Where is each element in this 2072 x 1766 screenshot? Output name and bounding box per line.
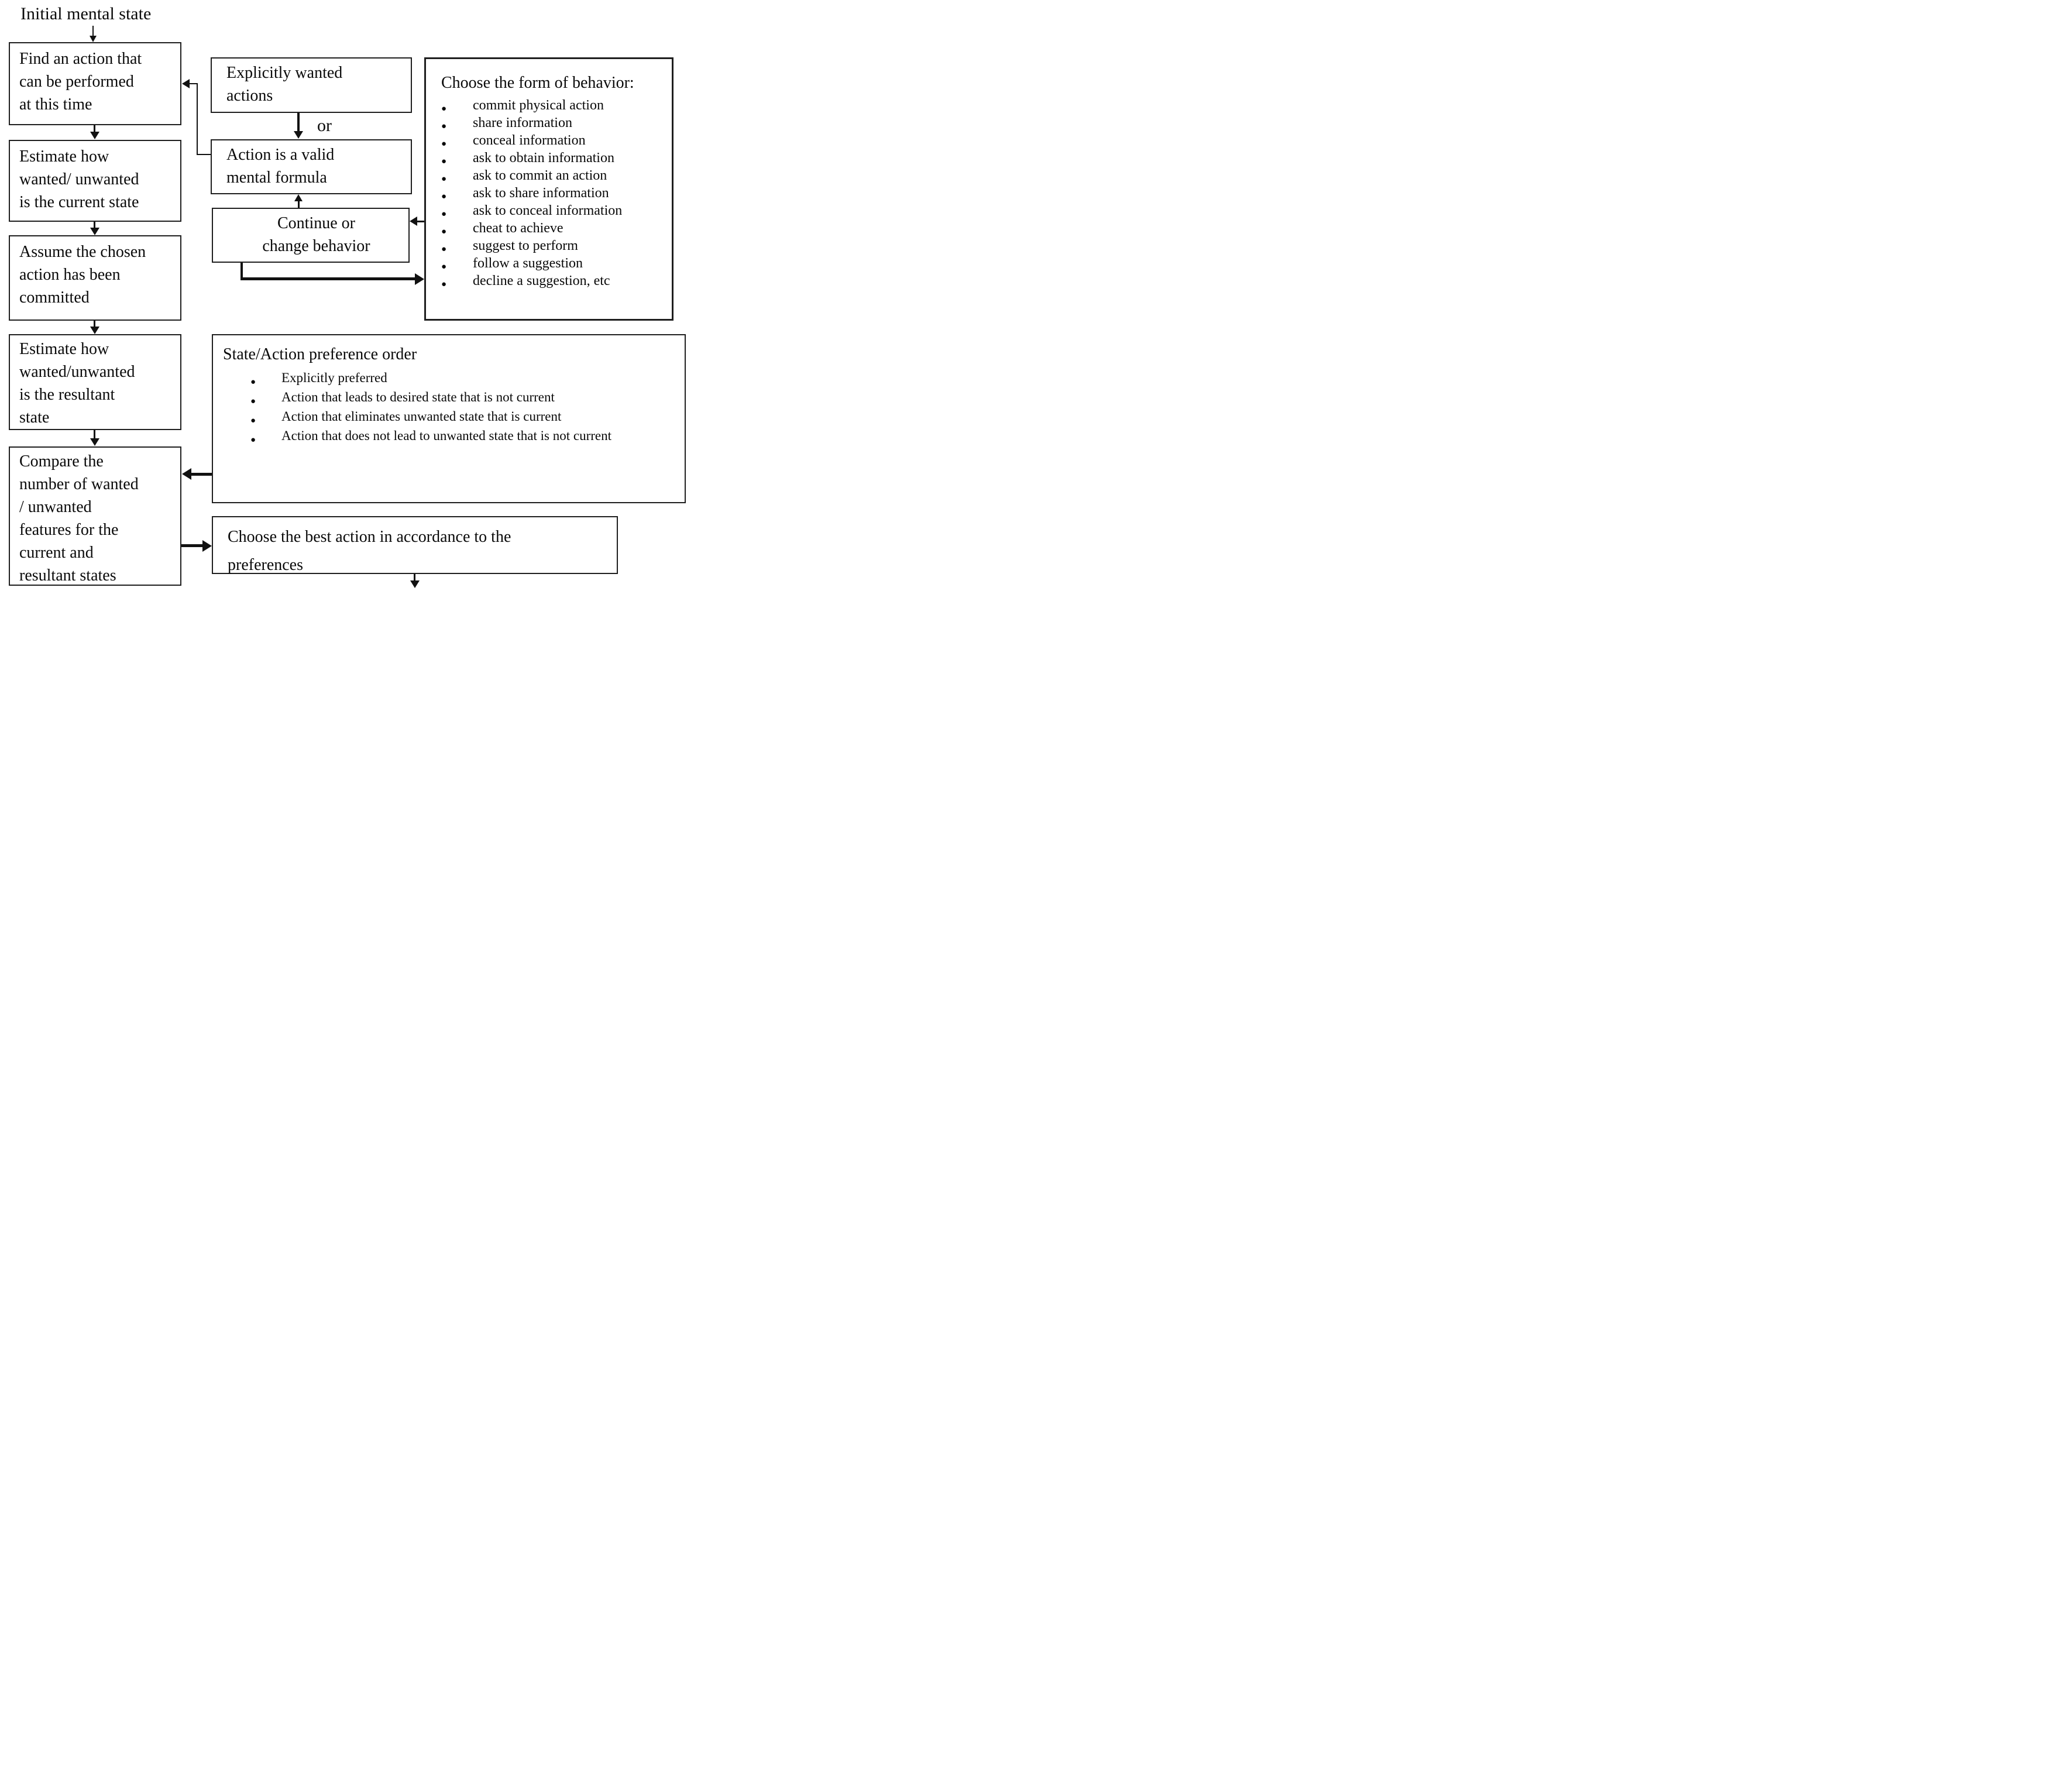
list-item: share information (426, 114, 667, 135)
estimate-current-box: Estimate how wanted/ unwanted is the cur… (9, 140, 181, 222)
behavior-form-title: Choose the form of behavior: (441, 74, 634, 92)
find-action-label: Find an action that can be performed at … (19, 50, 142, 114)
assume-action-box: Assume the chosen action has been commit… (9, 235, 181, 321)
preference-order-box: State/Action preference order Explicitly… (212, 334, 686, 503)
valid-formula-label: Action is a valid mental formula (226, 146, 335, 187)
list-item: decline a suggestion, etc (426, 272, 667, 293)
valid-formula-box: Action is a valid mental formula (211, 139, 412, 194)
list-item: follow a suggestion (426, 255, 667, 276)
list-item: Action that does not lead to unwanted st… (213, 426, 680, 450)
list-item: commit physical action (426, 97, 667, 118)
explicitly-wanted-label: Explicitly wanted actions (226, 64, 343, 105)
start-label: Initial mental state (20, 4, 152, 23)
assume-action-label: Assume the chosen action has been commit… (19, 243, 146, 307)
flowchart-canvas: Initial mental state Find an action that… (0, 0, 690, 589)
list-item: ask to conceal information (426, 202, 667, 223)
choose-best-label: Choose the best action in accordance to … (228, 528, 511, 574)
list-item: Action that eliminates unwanted state th… (213, 407, 680, 431)
estimate-current-label: Estimate how wanted/ unwanted is the cur… (19, 147, 139, 211)
list-item: conceal information (426, 132, 667, 153)
compare-label: Compare the number of wanted / unwanted … (19, 452, 139, 585)
list-item: Explicitly preferred (213, 368, 680, 392)
estimate-resultant-box: Estimate how wanted/unwanted is the resu… (9, 334, 181, 430)
behavior-form-box: Choose the form of behavior: commit phys… (424, 57, 674, 321)
list-item: suggest to perform (426, 237, 667, 258)
choose-best-box: Choose the best action in accordance to … (212, 516, 618, 574)
behavior-form-list: commit physical action share information… (426, 97, 667, 293)
preference-order-list: Explicitly preferred Action that leads t… (213, 368, 680, 450)
list-item: ask to obtain information (426, 149, 667, 170)
preference-order-title: State/Action preference order (223, 345, 417, 363)
find-action-box: Find an action that can be performed at … (9, 42, 181, 125)
or-label: or (317, 116, 332, 135)
list-item: Action that leads to desired state that … (213, 387, 680, 411)
compare-box: Compare the number of wanted / unwanted … (9, 446, 181, 586)
list-item: cheat to achieve (426, 219, 667, 240)
list-item: ask to share information (426, 184, 667, 205)
continue-change-box: Continue or change behavior (212, 208, 410, 263)
explicitly-wanted-box: Explicitly wanted actions (211, 57, 412, 113)
list-item: ask to commit an action (426, 167, 667, 188)
continue-change-label: Continue or change behavior (262, 214, 370, 255)
estimate-resultant-label: Estimate how wanted/unwanted is the resu… (19, 340, 135, 427)
